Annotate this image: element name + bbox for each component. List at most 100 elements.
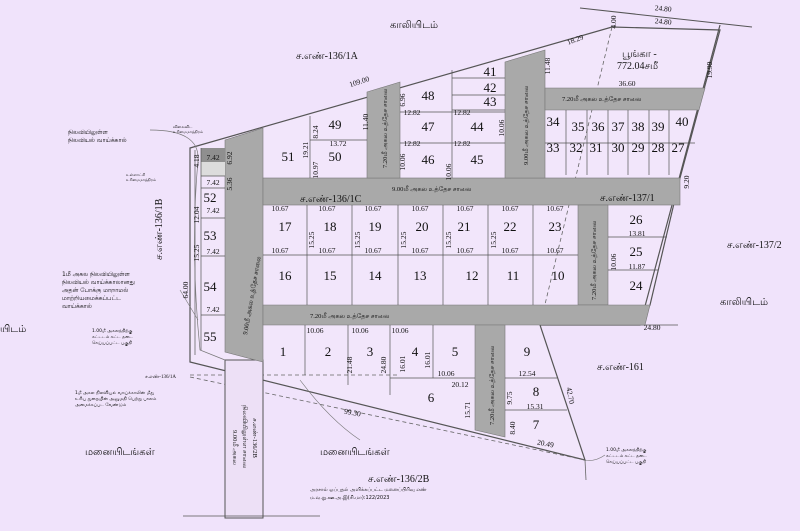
road-label-mid-vertical: 9.00மீ அகல உத்தேச சாலை [522, 85, 530, 165]
plot-number-2: 2 [325, 344, 332, 359]
dimension-label: 24.80 [379, 356, 388, 373]
plot-number-35: 35 [572, 119, 585, 134]
dimension-label: 12.82 [454, 139, 471, 148]
dimension-label: 15.25 [489, 231, 498, 248]
dimension-label: 10.06 [438, 369, 455, 378]
dimension-label: 11.48 [543, 57, 552, 74]
dimension-label: 10.67 [365, 246, 382, 255]
dimension-label: 15.25 [353, 231, 362, 248]
dimension-label: 7.42 [206, 178, 219, 187]
plot-number-52: 52 [204, 190, 217, 205]
dimension-label: 12.54 [519, 369, 536, 378]
plot-number-28: 28 [652, 140, 665, 155]
setback-right-note-1: 1.00மீ அகலத்திற்கு [606, 447, 647, 453]
plot-number-6: 6 [428, 390, 435, 405]
plot-lines [194, 70, 695, 411]
dimension-label: 36.60 [619, 79, 636, 88]
channel-1m-note-1: 1மீ அகல நிலவியிலுள்ள [62, 271, 130, 278]
dimension-label: 9.20 [682, 175, 691, 188]
plot-number-11: 11 [507, 268, 520, 283]
plot-number-54: 54 [204, 279, 218, 294]
existing-road-label-1: 9.00மீ அகல [231, 430, 239, 466]
plot-number-31: 31 [590, 140, 603, 155]
dimension-label: 19.99 [705, 61, 714, 78]
channel-note-1: நிலவியிலுள்ள [68, 129, 109, 136]
plot-number-27: 27 [672, 140, 686, 155]
plot-number-26: 26 [630, 212, 644, 227]
road-label-lower: 7.20மீ அகல உத்தேச சாலை [310, 312, 390, 320]
existing-road-label-2: நிலவியிலுள்ள சாலை [241, 405, 248, 469]
road-left-vertical [224, 127, 264, 363]
vacant-land-right: காலியிடம் [720, 297, 768, 308]
dimension-label: 10.67 [502, 204, 519, 213]
plot-number-24: 24 [630, 278, 644, 293]
dimension-label: 15.31 [527, 402, 544, 411]
dimension-label: 10.97 [311, 161, 320, 178]
channel-note-2: நிலவியல் வாய்க்கால் [68, 137, 127, 144]
plot-number-3: 3 [367, 344, 374, 359]
plot-number-18: 18 [324, 219, 337, 234]
right-boundary-line [639, 24, 721, 326]
setback-left-note-3: செய்யப்பட்ட பகுதி [92, 340, 132, 346]
dimension-label: 16.01 [398, 355, 407, 372]
dimension-label: 10.67 [412, 246, 429, 255]
dimension-label: 4.00 [609, 15, 618, 28]
dimension-label: 19.21 [301, 141, 310, 158]
road-main-horizontal [262, 177, 681, 206]
dimension-label: 10.67 [272, 246, 289, 255]
road-mid-vertical [504, 49, 546, 179]
plot-number-17: 17 [279, 219, 293, 234]
road-label-main: 9.00மீ அகல உத்தேச சாலை [392, 185, 472, 193]
dimension-label: 10.67 [457, 246, 474, 255]
plot-number-49: 49 [329, 117, 342, 132]
dimension-label: 10.06 [444, 163, 453, 180]
survey-136-1c: ச.எண்-136/1C [300, 194, 362, 205]
dimension-label: 15.25 [444, 231, 453, 248]
dimension-label: 12.82 [404, 108, 421, 117]
bridge-note-3: அமைக்கப்பட வேண்டும் [75, 402, 127, 408]
dimension-label: 15.25 [399, 231, 408, 248]
channel-1m-note-2: நிலவியல் வாய்க்காலானது [62, 279, 135, 286]
dimension-label: 10.06 [497, 119, 506, 136]
plot-number-10: 10 [552, 268, 565, 283]
dimension-label: 7.42 [206, 153, 219, 162]
dimension-label: 24.80 [644, 323, 661, 332]
plot-number-37: 37 [612, 119, 626, 134]
dimension-label: 16.01 [423, 351, 432, 368]
plot-number-39: 39 [652, 119, 665, 134]
dimension-label: 20.49 [536, 438, 554, 450]
dimension-label: 99.30 [343, 407, 361, 419]
plot-number-36: 36 [592, 119, 606, 134]
survey-136-1a-small: ச.எண்-136/1A [145, 375, 176, 380]
park-title: பூங்கா - [622, 49, 657, 60]
survey-137-1: ச.எண்-137/1 [600, 193, 655, 204]
setback-right-note-3: செய்யப்பட்ட பகுதி [606, 459, 646, 465]
dimension-label: 8.24 [311, 125, 320, 138]
road-right-vertical [577, 204, 609, 306]
plot-number-20: 20 [416, 219, 429, 234]
plot-number-51: 51 [282, 149, 295, 164]
road-bottom-vertical [474, 324, 506, 438]
dimension-label: 12.82 [404, 139, 421, 148]
road-top-right [544, 87, 706, 111]
leader-line [299, 379, 361, 441]
channel-1m-note-5: வாய்க்கால் [62, 303, 92, 310]
plot-number-22: 22 [504, 219, 517, 234]
road-lower-horizontal [262, 304, 651, 326]
dimension-label: 10.06 [398, 153, 407, 170]
plot-number-7: 7 [533, 417, 540, 432]
road-label-top-right: 7.20மீ அகல உத்தேச சாலை [562, 95, 642, 103]
plot-number-32: 32 [570, 140, 583, 155]
vacant-land-top: காலியிடம் [390, 20, 438, 31]
bottom-tick [584, 459, 587, 481]
plot-number-8: 8 [533, 384, 540, 399]
bridge-note-1: 1மீ அகல நிலவியல் வாய்க்காலின் மீது [75, 390, 154, 396]
plot-number-53: 53 [204, 228, 217, 243]
vacant-land-left: யிடம் [0, 324, 26, 335]
dimension-label: 10.67 [272, 204, 289, 213]
plot-number-29: 29 [632, 140, 645, 155]
dimension-label: 11.87 [629, 262, 646, 271]
dimension-label: 10.67 [319, 204, 336, 213]
